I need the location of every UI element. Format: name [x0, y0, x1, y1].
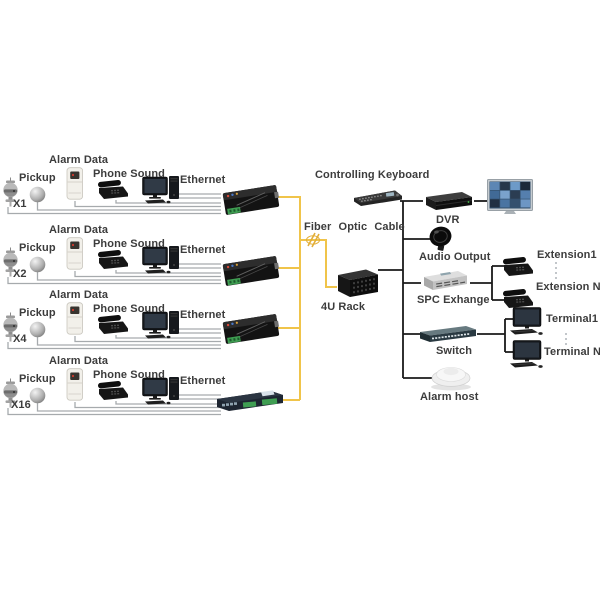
terminal-computer-icon: [510, 340, 544, 368]
rack-4u-icon: [338, 269, 378, 297]
fiber-converter-icon: [222, 255, 281, 287]
fiber-break-icon: [306, 232, 320, 248]
dvr-label: DVR: [436, 214, 460, 226]
motion-sensor-icon: [66, 167, 84, 200]
pickup-mic-icon: [29, 321, 46, 338]
audio-output-label: Audio Output: [419, 251, 491, 263]
pbx-icon: [424, 271, 467, 290]
extension-n-label: Extension N: [536, 281, 600, 293]
ethernet-label: Ethernet: [180, 244, 226, 256]
switch-label: Switch: [436, 345, 473, 357]
telephone-icon: [97, 180, 128, 199]
channel-label: X16: [11, 399, 31, 411]
signal-wires-row-4: [7, 394, 221, 416]
terminal-bracket: [477, 318, 514, 353]
pickup-label: Pickup: [19, 172, 56, 184]
terminal-1-label: Terminal1: [546, 313, 599, 325]
network-switch-icon: [420, 326, 476, 342]
signal-wires-row-1: [7, 193, 221, 215]
fiber-converter-rack-icon: [217, 390, 283, 411]
monitor-wall-icon: [487, 179, 533, 215]
pickup-mic-icon: [29, 186, 46, 203]
extension-phone-icon: [502, 257, 533, 276]
motion-sensor-icon: [66, 237, 84, 270]
alarm-data-label: Alarm Data: [49, 355, 109, 367]
signal-wires-row-3: [7, 328, 221, 350]
pickup-label: Pickup: [19, 307, 56, 319]
rack-4u-label: 4U Rack: [321, 301, 366, 313]
extension-bracket: [470, 265, 504, 301]
extension-1-label: Extension1: [537, 249, 597, 261]
channel-label: X2: [13, 268, 27, 280]
ethernet-label: Ethernet: [180, 174, 226, 186]
pickup-mic-icon: [29, 256, 46, 273]
ethernet-label: Ethernet: [180, 375, 226, 387]
fiber-optic-cable-label: Fiber Optic Cable: [304, 221, 405, 233]
motion-sensor-icon: [66, 368, 84, 401]
telephone-icon: [97, 381, 128, 400]
controlling-keyboard-label: Controlling Keyboard: [315, 169, 430, 181]
alarm-host-icon: [430, 367, 472, 391]
phone-sound-label: Phone Sound: [93, 238, 165, 250]
terminal-n-label: Terminal N: [544, 346, 600, 358]
spc-exchange-label: SPC Exhange: [417, 294, 490, 306]
ethernet-label: Ethernet: [180, 309, 226, 321]
channel-label: X4: [13, 333, 27, 345]
motion-sensor-icon: [66, 302, 84, 335]
telephone-icon: [97, 315, 128, 334]
pickup-mic-icon: [29, 387, 46, 404]
pickup-label: Pickup: [19, 242, 56, 254]
alarm-data-label: Alarm Data: [49, 224, 109, 236]
alarm-host-label: Alarm host: [420, 391, 479, 403]
extension-phone-icon: [502, 289, 533, 308]
speaker-icon: [427, 225, 455, 252]
telephone-icon: [97, 250, 128, 269]
phone-sound-label: Phone Sound: [93, 168, 165, 180]
channel-label: X1: [13, 198, 27, 210]
signal-wires-row-2: [7, 263, 221, 285]
fiber-optic-bus: [277, 196, 337, 401]
alarm-data-label: Alarm Data: [49, 289, 109, 301]
fiber-converter-icon: [222, 184, 281, 216]
fiber-converter-icon: [222, 313, 281, 345]
phone-sound-label: Phone Sound: [93, 369, 165, 381]
dvr-icon: [425, 191, 473, 211]
pickup-label: Pickup: [19, 373, 56, 385]
control-keyboard-icon: [354, 190, 402, 206]
alarm-data-label: Alarm Data: [49, 154, 109, 166]
terminal-computer-icon: [510, 307, 544, 335]
phone-sound-label: Phone Sound: [93, 303, 165, 315]
